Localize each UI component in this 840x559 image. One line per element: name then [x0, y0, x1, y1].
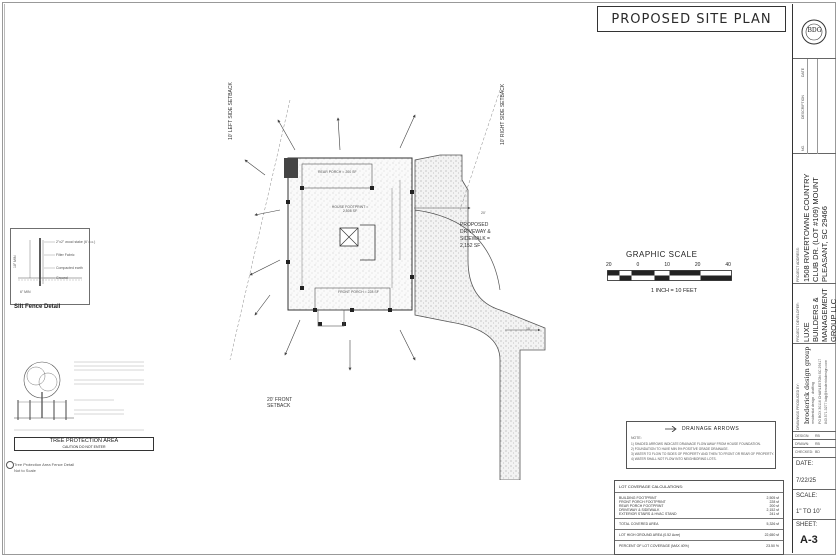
silt-label: Compacted earth [56, 266, 83, 270]
designer-tag: residential design . drafting [811, 382, 815, 424]
designer-caption: DRAWINGS PRODUCED BY: [796, 383, 800, 430]
rear-porch [301, 163, 373, 189]
scale-tick: 20 [606, 262, 612, 268]
drawn-row: DRAWN: RB [793, 440, 836, 448]
hvac-stand [284, 158, 298, 178]
percent-coverage-row: PERCENT OF LOT COVERAGE (MAX 40%)23.50 % [619, 544, 779, 548]
designer-address: PO BOX 30116 CHARLESTON SC 29417 [818, 358, 822, 424]
front-porch-label: FRONT PORCH = 228 SF [338, 290, 379, 294]
design-row: DESIGN: RB [793, 432, 836, 440]
tree-protection-caption: Tree Protection Area Fence Detail [14, 462, 75, 467]
sheet-label: SHEET: [796, 522, 818, 528]
checked-row: CHECKED: BD [793, 448, 836, 458]
date-cell: DATE: 7/22/25 [793, 458, 836, 490]
dimension-10: 10' [526, 327, 531, 331]
scale-tick: 20 [694, 262, 701, 268]
drainage-arrow-icon [665, 426, 677, 432]
client-caption: PROJECT DEVELOPER: [796, 302, 800, 342]
silt-fence-title: Silt Fence Detail [14, 304, 61, 310]
drainage-note: NOTE: [631, 436, 642, 440]
client-name: LUXE BUILDERS & MANAGEMENT GROUP LLC [802, 288, 838, 342]
logo-letters: BDG [807, 27, 822, 34]
house-footprint-label: HOUSE FOOTPRINT = 2,505 SF [331, 205, 369, 213]
silt-dim: 6" MIN [20, 290, 31, 294]
left-margin-line [4, 4, 5, 554]
sheet-number: A-3 [800, 534, 818, 546]
tree-protection-scale: Not to Scale [14, 468, 36, 473]
tree-protection-subtitle: CAUTION DO NOT ENTER [62, 445, 106, 449]
front-setback-label: 20' FRONT SETBACK [267, 397, 293, 409]
revision-header: DESCRIPTION [801, 95, 805, 119]
sheet-title: PROPOSED SITE PLAN [597, 6, 786, 32]
client-cell: PROJECT DEVELOPER: LUXE BUILDERS & MANAG… [793, 284, 838, 344]
scale-tick: 10 [664, 262, 670, 268]
detail-callout-circle [6, 461, 14, 469]
scale-tick: 40 [725, 262, 731, 268]
graphic-scale-title: GRAPHIC SCALE [626, 250, 698, 259]
project-address-cell: PROJECT ADDRESS: 1508 RIVERTOWNE COUNTRY… [793, 154, 836, 284]
project-caption: PROJECT ADDRESS: [796, 247, 800, 282]
rear-porch-label: REAR PORCH = 200 SF [318, 170, 357, 174]
right-setback-label: 10' RIGHT SIDE SETBACK [500, 83, 506, 145]
drainage-line: 3) WATER TO FLOW TO SIDES OF PROPERTY AN… [631, 452, 774, 456]
silt-fence-diagram [10, 228, 90, 305]
left-setback-label: 10' LEFT SIDE SETBACK [228, 82, 234, 140]
drainage-line: 2) FOUNDATION TO HAVE MIN 5% POSITIVE GR… [631, 447, 729, 451]
column-posts [286, 186, 414, 326]
tree-protection-diagram [14, 361, 144, 431]
dimension-20: 20' [481, 211, 486, 215]
silt-label: Ground [56, 276, 68, 280]
revision-header: NO. [801, 144, 805, 151]
drainage-line: 4) WATER SHALL NOT FLOW INTO NEIGHBORING… [631, 457, 717, 461]
tree-protection-sign: TREE PROTECTION AREA CAUTION DO NOT ENTE… [14, 437, 154, 451]
scale-label: SCALE: [796, 493, 818, 499]
lot-area-row: LOT HIGH GROUND AREA (0.52 Acre)22,650 s… [615, 530, 783, 541]
logo-cell: BDG [793, 4, 836, 59]
scale-value: 1" TO 10' [796, 509, 821, 515]
drainage-notes-box: DRAINAGE ARROWS NOTE: 1) SHADED ARROWS I… [626, 421, 776, 469]
designer-cell: DRAWINGS PRODUCED BY: broderick design g… [793, 344, 836, 432]
project-address: 1508 RIVERTOWNE COUNTRY CLUB DR. (LOT #1… [802, 173, 829, 282]
site-plan-drawing [229, 89, 546, 480]
drainage-line: 1) SHADED ARROWS INDICATE DRAINAGE FLOW … [631, 442, 761, 446]
driveway-shape [414, 154, 546, 480]
silt-label: Filter Fabric [56, 253, 75, 257]
graphic-scale-caption: 1 INCH = 10 FEET [651, 288, 698, 294]
silt-label: 2"x2" wood stake (6' o.c.) [56, 240, 96, 244]
designer-contact: 843.571.3277 bdg@broderickdesign.com [824, 359, 828, 424]
date-value: 7/22/25 [796, 478, 817, 484]
lot-coverage-table: LOT COVERAGE CALCULATIONS: BUILDING FOOT… [614, 480, 784, 555]
date-label: DATE: [796, 461, 814, 467]
drainage-title: DRAINAGE ARROWS [682, 426, 740, 432]
silt-dim: 18" MIN [13, 255, 17, 268]
revision-header: DATE [801, 67, 805, 77]
driveway-label: PROPOSED DRIVEWAY & SIDEWALK = 2,152 SF [460, 222, 491, 249]
drainage-arrows [244, 114, 416, 371]
revision-cell: NO. DESCRIPTION DATE [793, 59, 836, 154]
title-block: BDG NO. DESCRIPTION DATE PROJECT ADDRESS… [792, 4, 838, 553]
sheet-cell: SHEET: A-3 [793, 520, 836, 553]
designer-name: broderick design group [803, 346, 811, 424]
graphic-scale-ticks: 20 0 10 20 40 [606, 262, 731, 268]
lot-coverage-title: LOT COVERAGE CALCULATIONS: [615, 481, 783, 493]
graphic-scale-bar [607, 270, 732, 281]
scale-tick: 0 [636, 262, 640, 268]
bdg-logo [801, 19, 827, 45]
scale-cell: SCALE: 1" TO 10' [793, 490, 836, 520]
tree-protection-title: TREE PROTECTION AREA [49, 438, 119, 444]
